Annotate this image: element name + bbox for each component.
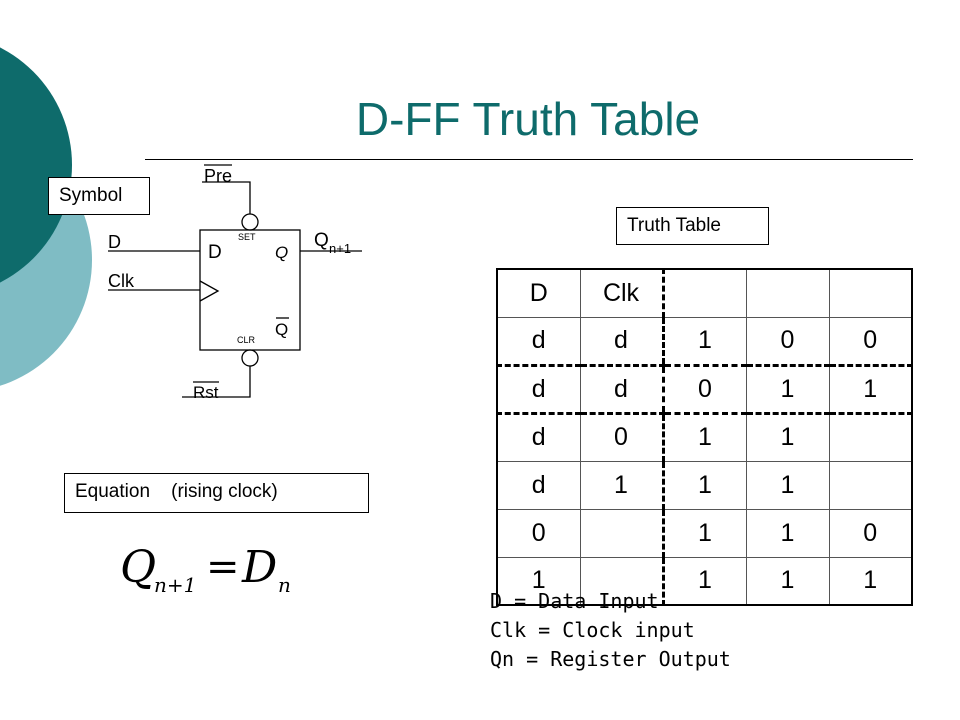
table-cell: 1 <box>661 460 747 510</box>
table-row: D Clk <box>496 268 913 318</box>
table-cell: 0 <box>828 508 913 558</box>
table-cell: 1 <box>661 316 747 367</box>
q-bar-text: Q <box>275 320 288 339</box>
table-row: d 0 1 1 <box>496 412 913 462</box>
table-cell: d <box>496 364 581 415</box>
table-cell <box>661 268 747 318</box>
table-cell: 1 <box>496 556 581 606</box>
table-cell <box>828 460 913 510</box>
table-row: 1 1 1 1 <box>496 556 913 606</box>
rst-line <box>182 366 251 398</box>
equation-label: Equation (rising clock) <box>64 473 369 513</box>
d-inside-text: D <box>208 242 222 263</box>
table-cell: 1 <box>661 412 747 462</box>
pre-text: Pre <box>204 166 232 186</box>
truth-table-label: Truth Table <box>616 207 769 245</box>
q-output-text: Q <box>314 230 329 251</box>
dark-circle <box>0 47 72 283</box>
clr-text: CLR <box>237 335 256 345</box>
d-input-text: D <box>108 232 121 252</box>
table-cell: 1 <box>745 364 830 415</box>
table-row: d 1 1 1 <box>496 460 913 510</box>
table-cell: 0 <box>496 508 581 558</box>
table-cell: d <box>579 364 664 415</box>
table-cell: 1 <box>745 460 830 510</box>
table-cell: d <box>496 412 581 462</box>
table-cell: 1 <box>579 460 664 510</box>
legend-item: Clk = Clock input <box>490 618 695 642</box>
q-output-subscript: n+1 <box>329 241 351 256</box>
table-cell: 1 <box>661 508 747 558</box>
q-inside-text: Q <box>275 243 288 262</box>
rst-text: Rst <box>193 383 219 402</box>
table-cell: 1 <box>745 412 830 462</box>
page-title: D-FF Truth Table <box>355 93 701 145</box>
set-bubble <box>241 213 259 231</box>
table-cell: Clk <box>579 268 664 318</box>
table-row: 0 1 1 0 <box>496 508 913 558</box>
table-cell: 1 <box>745 508 830 558</box>
symbol-label: Symbol <box>48 177 150 215</box>
legend-item: Qn = Register Output <box>490 647 731 671</box>
equation: Q n+1 = D n <box>120 542 291 597</box>
set-text: SET <box>238 232 256 242</box>
clock-triangle <box>199 280 220 302</box>
table-cell: d <box>579 316 664 367</box>
table-cell: 0 <box>661 364 747 415</box>
table-cell: d <box>496 460 581 510</box>
table-cell <box>579 508 664 558</box>
table-cell <box>828 412 913 462</box>
clr-bubble <box>241 349 259 367</box>
clk-input-text: Clk <box>108 271 135 291</box>
dff-symbol: Pre SET D Clk D Q Q n+1 Q CLR Rst <box>108 164 362 402</box>
table-row: d d 0 1 1 <box>496 364 913 415</box>
table-cell: 0 <box>745 316 830 367</box>
eq-lhs: Q <box>120 542 156 593</box>
table-cell <box>745 268 830 318</box>
title-divider <box>145 159 913 160</box>
eq-rhs: D <box>241 542 277 593</box>
table-cell <box>828 268 913 318</box>
eq-lhs-sub: n+1 <box>154 573 196 597</box>
legend-item: D = Data Input <box>490 589 659 613</box>
table-cell: D <box>496 268 581 318</box>
eq-rhs-sub: n <box>278 573 291 597</box>
table-cell: d <box>496 316 581 367</box>
truth-table: D Clk d d 1 0 0 d d 0 1 1 d 0 1 1 d <box>496 268 913 606</box>
pre-line <box>202 181 251 214</box>
legend: D = Data Input Clk = Clock input Qn = Re… <box>490 587 731 674</box>
table-cell: 1 <box>828 556 913 606</box>
table-cell: 0 <box>828 316 913 367</box>
table-cell: 1 <box>828 364 913 415</box>
table-cell: 1 <box>745 556 830 606</box>
eq-equals: = <box>206 544 240 590</box>
table-cell: 0 <box>579 412 664 462</box>
table-row: d d 1 0 0 <box>496 316 913 367</box>
